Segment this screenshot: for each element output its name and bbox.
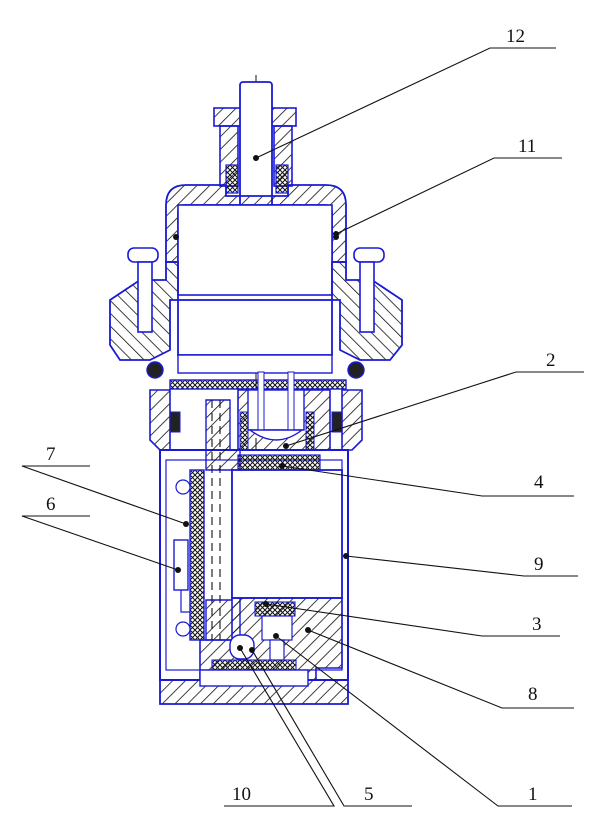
- callout-1: 1: [528, 784, 538, 805]
- callout-11: 11: [518, 136, 536, 157]
- leader-dots: [175, 155, 349, 653]
- callout-12: 12: [506, 26, 525, 47]
- top-fitting: [213, 81, 297, 223]
- callout-4: 4: [534, 472, 544, 493]
- lower-body: [159, 399, 349, 705]
- callout-7: 7: [46, 444, 56, 465]
- upper-housing: [109, 184, 403, 379]
- callout-5: 5: [364, 784, 374, 805]
- leader-lines: [21, 47, 584, 807]
- callout-6: 6: [46, 494, 56, 515]
- callout-labels: 12 11 2 7 6 4 9 3 8 10 5 1: [46, 26, 556, 805]
- callout-2: 2: [546, 350, 556, 371]
- callout-8: 8: [528, 684, 538, 705]
- callout-9: 9: [534, 554, 544, 575]
- callout-3: 3: [532, 614, 542, 635]
- callout-10: 10: [232, 784, 251, 805]
